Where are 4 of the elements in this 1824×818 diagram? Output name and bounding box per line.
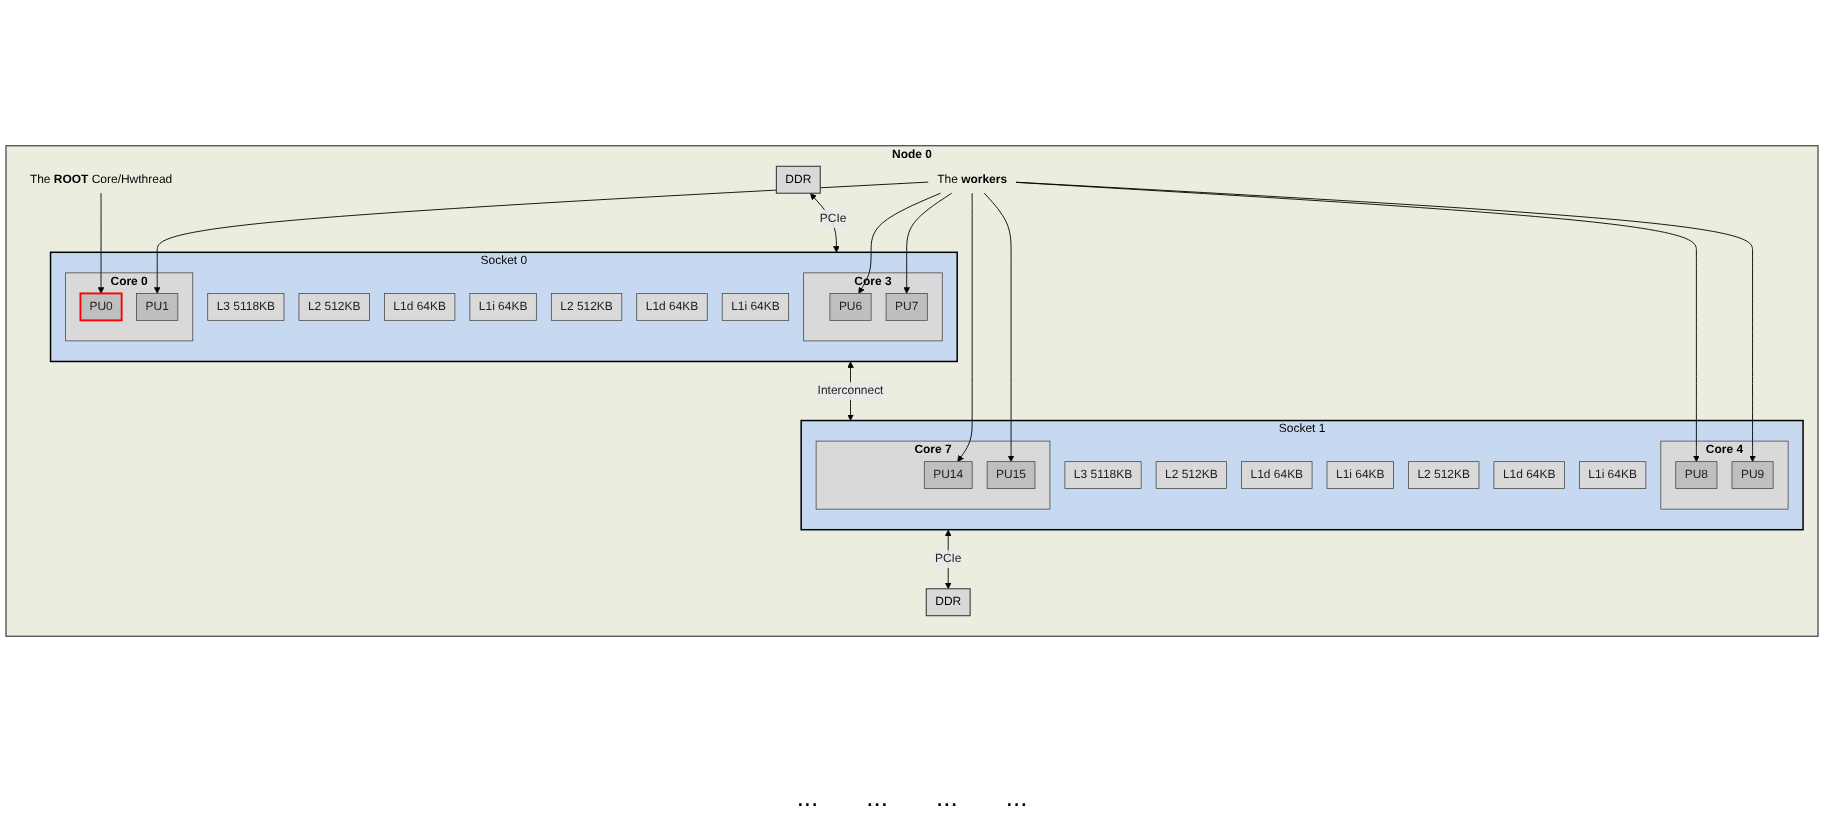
ellipsis-label: ... <box>1005 782 1028 816</box>
ellipsis-label: ... <box>796 782 819 816</box>
ellipsis-label: ... <box>866 782 888 816</box>
ellipsis-label: ... <box>936 782 958 816</box>
